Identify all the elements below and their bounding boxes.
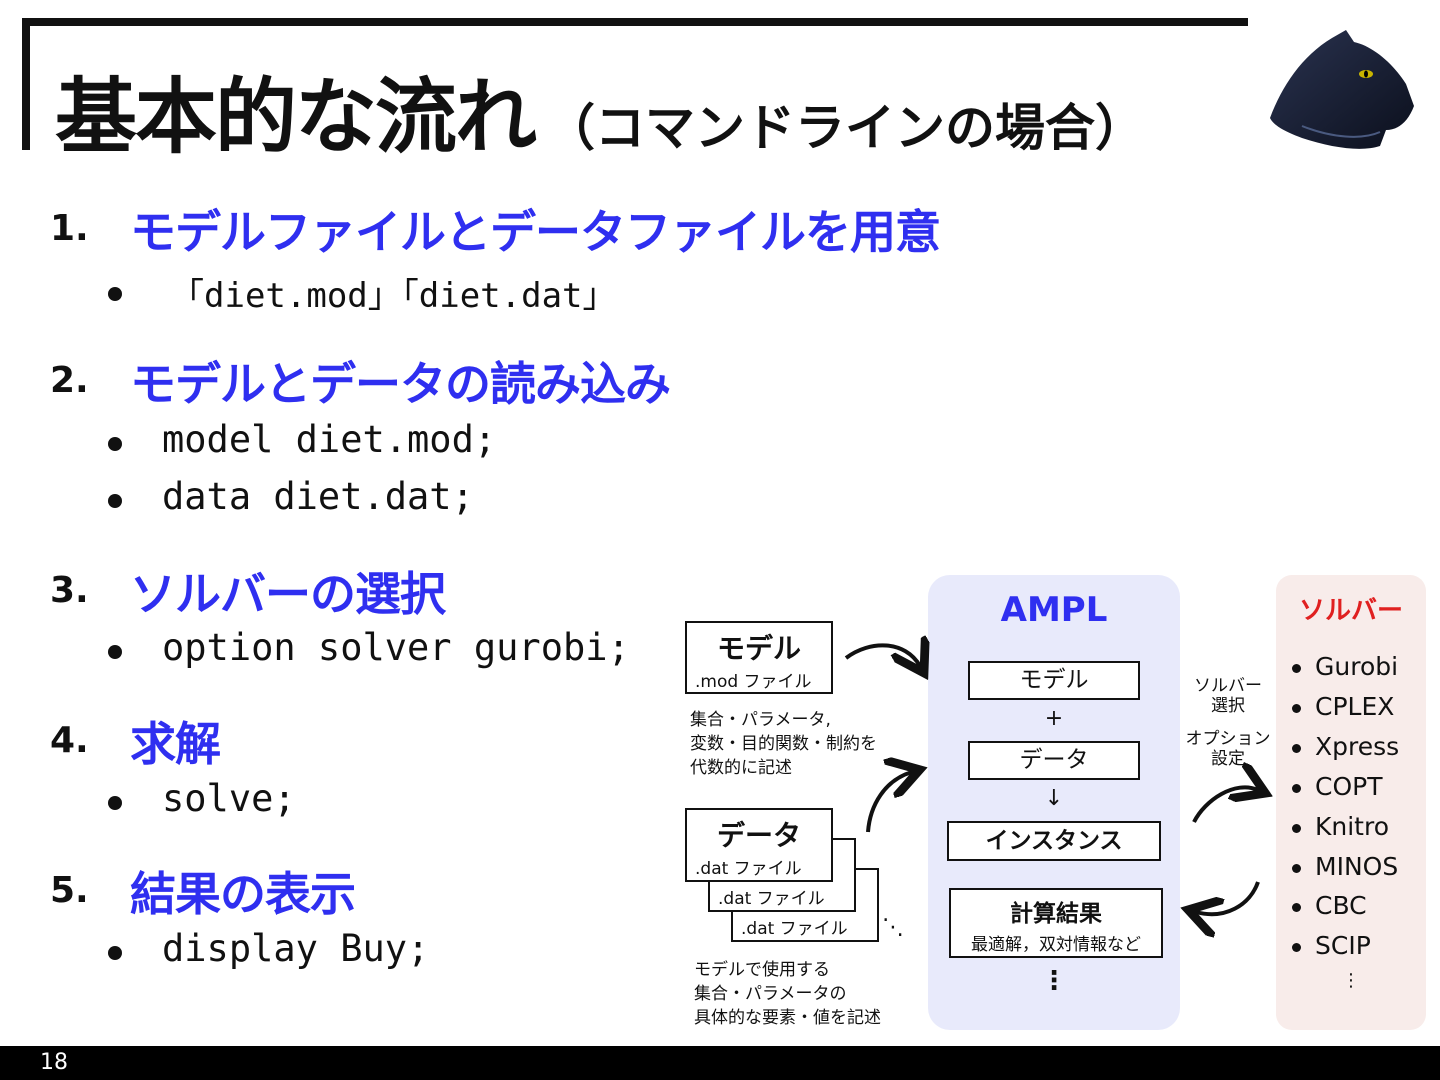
panther-logo-icon [1270, 30, 1414, 149]
solver-title: ソルバー [1298, 596, 1403, 626]
solver-name: CPLEX [1315, 692, 1395, 721]
model-file-box: モデル .mod ファイル [685, 621, 833, 694]
model-desc-line: 変数・目的関数・制約を [690, 734, 877, 754]
bullet-dot [1292, 823, 1301, 833]
model-desc-line: 集合・パラメータ, [690, 710, 831, 730]
label-line: ソルバー [1194, 676, 1262, 696]
bullet-dot [108, 437, 122, 451]
solver-item: SCIP [1292, 931, 1371, 960]
label-line: 選択 [1211, 696, 1245, 716]
ampl-data-box: データ [968, 741, 1140, 780]
bullet-dot [108, 287, 122, 301]
step-2-bullet-1: model diet.mod; [162, 418, 497, 461]
title-sub: （コマンドラインの場合） [545, 99, 1146, 157]
ampl-result-sub: 最適解，双対情報など [971, 935, 1141, 955]
page-number: 18 [40, 1050, 68, 1075]
solver-name: Knitro [1315, 812, 1390, 841]
solver-item: Gurobi [1292, 652, 1398, 681]
step-5-bullet-1: display Buy; [162, 927, 430, 970]
solver-name: COPT [1315, 772, 1383, 801]
step-2-bullet-2: data diet.dat; [162, 475, 474, 518]
title-main: 基本的な流れ [55, 70, 537, 165]
bullet-dot [1292, 902, 1301, 912]
bullet-dot [1292, 783, 1301, 793]
solver-name: Gurobi [1315, 652, 1399, 681]
footer-bar [0, 1046, 1440, 1080]
ampl-instance-box: インスタンス [947, 821, 1161, 861]
step-2-number: 2. [50, 360, 89, 401]
data-file-sub: .dat ファイル [718, 889, 825, 909]
solver-name: Xpress [1315, 732, 1400, 761]
arrow-ampl-to-solver [1192, 787, 1258, 823]
model-file-sub: .mod ファイル [695, 672, 812, 692]
step-4-number: 4. [50, 720, 89, 761]
data-description: モデルで使用する 集合・パラメータの 具体的な要素・値を記述 [694, 958, 881, 1030]
data-desc-line: モデルで使用する [694, 960, 830, 980]
step-1-bullet-1: 「diet.mod」「diet.dat」 [170, 276, 617, 316]
step-4-bullet-1: solve; [162, 777, 296, 820]
arrow-solver-to-ampl [1196, 881, 1260, 914]
ampl-vdots: ⋮ [1041, 966, 1067, 996]
data-desc-line: 集合・パラメータの [694, 984, 847, 1004]
step-4-heading: 求解 [130, 717, 221, 771]
solver-item: Xpress [1292, 732, 1399, 761]
model-file-title: モデル [716, 632, 801, 665]
data-desc-line: 具体的な要素・値を記述 [694, 1008, 881, 1028]
ampl-plus: + [1044, 706, 1064, 731]
solver-select-label: ソルバー 選択 [1180, 676, 1276, 716]
step-5-heading: 結果の表示 [130, 867, 356, 921]
ampl-model-box: モデル [968, 661, 1140, 700]
solver-item: CBC [1292, 891, 1367, 920]
arrow-model-to-ampl [844, 645, 920, 666]
bullet-dot [108, 946, 122, 960]
solver-name: SCIP [1315, 931, 1371, 960]
solver-item: COPT [1292, 772, 1382, 801]
solver-panel [1276, 575, 1426, 1030]
page-title: 基本的な流れ（コマンドラインの場合） [55, 50, 1145, 169]
solver-item: CPLEX [1292, 692, 1394, 721]
data-file-box: データ .dat ファイル [685, 808, 833, 882]
arrow-data-to-ampl [866, 772, 912, 833]
title-frame [22, 18, 1248, 150]
step-1-number: 1. [50, 208, 89, 249]
bullet-dot [1292, 703, 1301, 713]
model-desc-line: 代数的に記述 [690, 758, 792, 778]
data-ellipsis: ⋱ [882, 915, 904, 940]
step-3-heading: ソルバーの選択 [130, 567, 446, 621]
data-file-sub: .dat ファイル [695, 859, 802, 879]
bullet-dot [1292, 863, 1301, 873]
ampl-result-title: 計算結果 [1010, 901, 1102, 927]
solver-item: MINOS [1292, 852, 1398, 881]
bullet-dot [1292, 942, 1301, 952]
bullet-dot [1292, 743, 1301, 753]
step-3-bullet-1: option solver gurobi; [162, 626, 630, 669]
bullet-dot [108, 494, 122, 508]
solver-vdots: ⋮ [1342, 970, 1360, 991]
bullet-dot [108, 645, 122, 659]
bullet-dot [108, 796, 122, 810]
ampl-result-box: 計算結果 最適解，双対情報など [949, 888, 1163, 958]
solver-name: CBC [1315, 891, 1367, 920]
solver-name: MINOS [1315, 852, 1399, 881]
step-5-number: 5. [50, 870, 89, 911]
ampl-title: AMPL [1000, 590, 1108, 630]
label-line: オプション [1185, 729, 1271, 749]
model-description: 集合・パラメータ, 変数・目的関数・制約を 代数的に記述 [690, 708, 877, 780]
solver-item: Knitro [1292, 812, 1389, 841]
step-1-heading: モデルファイルとデータファイルを用意 [130, 205, 941, 259]
data-file-title: データ [716, 819, 801, 852]
bullet-dot [1292, 663, 1301, 673]
step-2-heading: モデルとデータの読み込み [130, 357, 671, 411]
step-3-number: 3. [50, 570, 89, 611]
data-file-sub: .dat ファイル [741, 919, 848, 939]
ampl-down-arrow: ↓ [1044, 786, 1064, 811]
